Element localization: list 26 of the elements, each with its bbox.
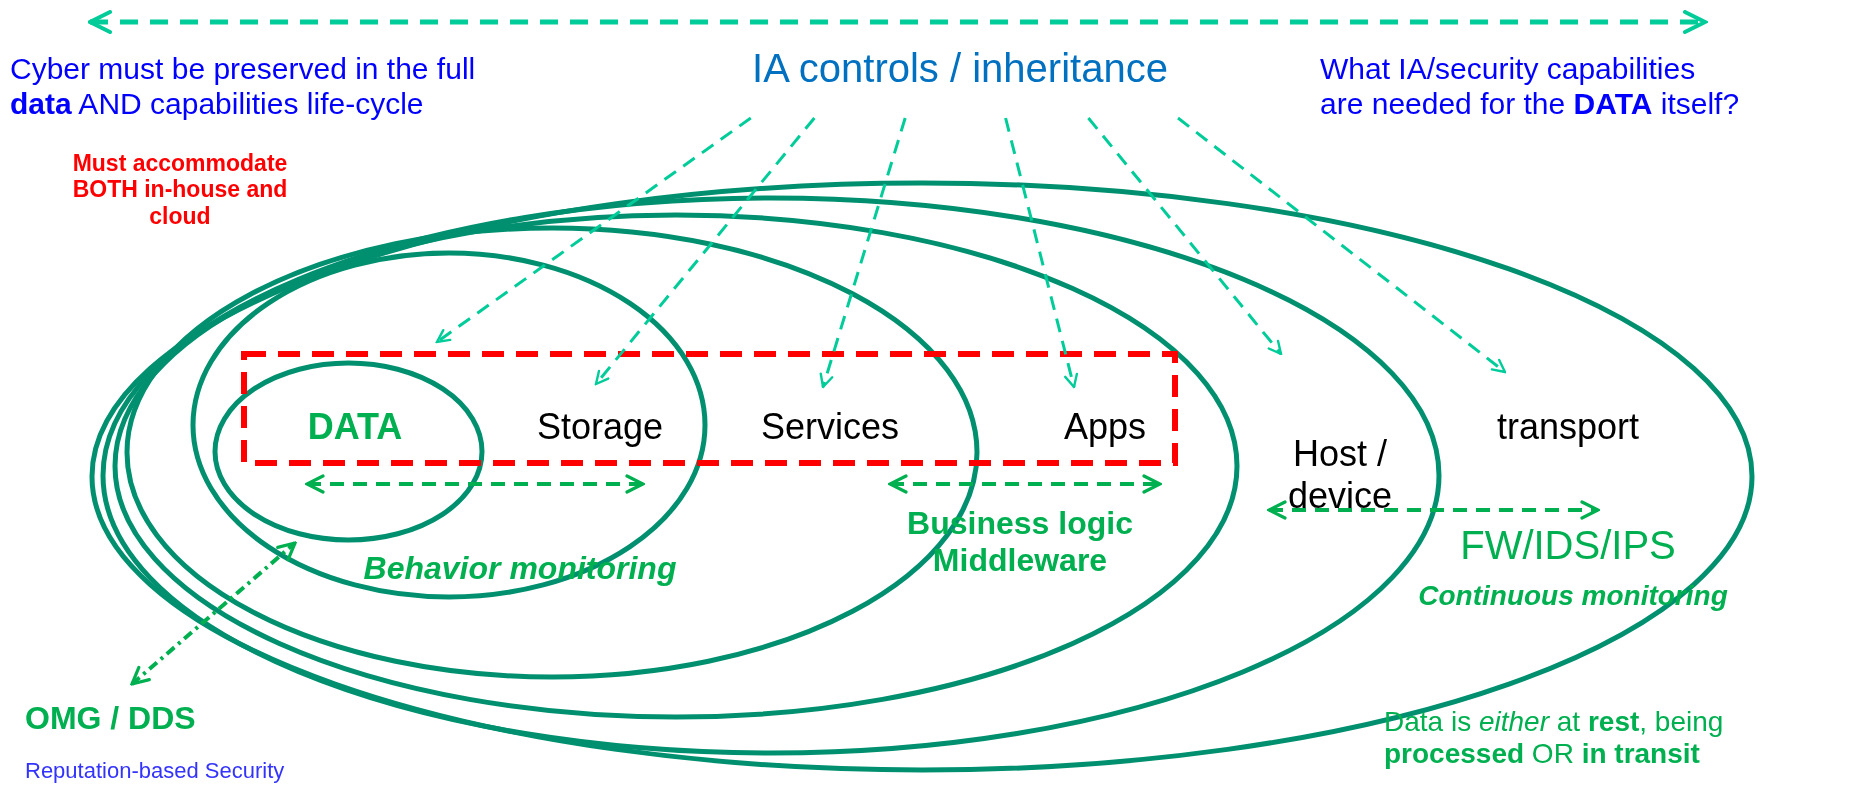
question-text: What IA/security capabilities are needed for the DATA itself? (1320, 52, 1740, 121)
note-text: Data is either at rest, being processed OR in transit (1384, 706, 1725, 771)
layer-ellipse (212, 360, 485, 543)
arrow (1177, 116, 1507, 374)
layer-label: transport (1495, 406, 1641, 448)
arrow (305, 474, 645, 494)
layer-label: DATA (306, 406, 404, 448)
arrow (435, 116, 752, 344)
arrow (130, 541, 297, 686)
standard-label: OMG / DDS (25, 700, 196, 737)
note-text: Cyber must be preserved in the full data AND capabilities life-cycle (10, 52, 477, 121)
layer-label: Storage (535, 406, 665, 448)
arrow (1004, 117, 1079, 389)
function-label: FW/IDS/IPS (1459, 522, 1677, 568)
layer-label: Services (759, 406, 900, 448)
layer-label: Host / device (1286, 433, 1394, 517)
arrow (888, 474, 1162, 494)
arrow (1267, 500, 1600, 520)
warning-note: Must accommodate BOTH in-house and cloud (71, 150, 289, 230)
note-text: Reputation-based Security (25, 758, 286, 784)
heading-label: IA controls / inheritance (680, 45, 1240, 91)
arrow (594, 117, 816, 386)
layer-ellipse (190, 250, 708, 600)
layer-label: Apps (1062, 406, 1148, 448)
arrow (819, 117, 907, 389)
arrow (1087, 117, 1283, 356)
